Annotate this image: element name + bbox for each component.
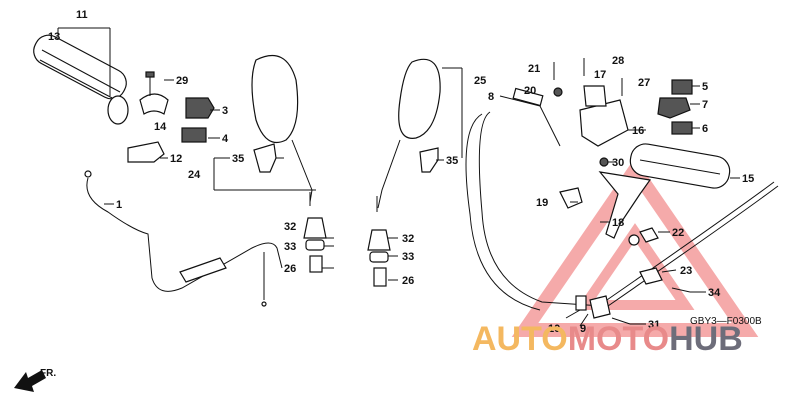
throttle-cable — [84, 170, 283, 307]
part-5 — [671, 79, 693, 95]
callout-33-left: 33 — [284, 241, 296, 253]
callout-12: 12 — [170, 153, 182, 165]
callout-3: 3 — [222, 105, 228, 117]
cable-guide-23 — [639, 267, 663, 285]
front-direction-arrow-icon — [14, 370, 46, 392]
callout-30: 30 — [612, 157, 624, 169]
cable-8 — [499, 87, 561, 147]
part-7 — [657, 97, 691, 119]
callout-35-left: 35 — [232, 153, 244, 165]
callout-29: 29 — [176, 75, 188, 87]
callout-7: 7 — [702, 99, 708, 111]
switch-3 — [185, 97, 215, 119]
switch-4 — [181, 127, 207, 143]
right-cable — [603, 181, 779, 307]
mirror-boot-right — [419, 147, 439, 173]
callout-11: 11 — [76, 9, 88, 21]
callout-20: 20 — [524, 85, 536, 97]
callout-10: 10 — [548, 323, 560, 335]
callout-22: 22 — [672, 227, 684, 239]
callout-9: 9 — [580, 323, 586, 335]
callout-35-right: 35 — [446, 155, 458, 167]
callout-31: 31 — [648, 319, 660, 331]
callout-32-right: 32 — [402, 233, 414, 245]
callout-32-left: 32 — [284, 221, 296, 233]
callout-26-right: 26 — [402, 275, 414, 287]
watermark-triangle — [511, 157, 759, 337]
callout-33-right: 33 — [402, 251, 414, 263]
switch-housing-right — [579, 85, 629, 147]
callout-4: 4 — [222, 133, 229, 145]
callout-21: 21 — [528, 63, 540, 75]
callout-25: 25 — [474, 75, 486, 87]
adaptor-stack-right — [367, 229, 391, 287]
mirror-boot-left — [253, 143, 277, 173]
clamp-9-10 — [575, 295, 611, 319]
fastener-20 — [553, 87, 563, 97]
callout-28: 28 — [612, 55, 624, 67]
callout-23: 23 — [680, 265, 692, 277]
callout-24: 24 — [188, 169, 201, 181]
callout-15: 15 — [742, 173, 754, 185]
diagram-code: GBY3—F0300B — [690, 316, 762, 327]
callout-labels: 1 3 4 5 6 7 8 9 10 11 12 13 14 15 16 17 … — [48, 9, 754, 335]
leader-lines — [104, 79, 740, 327]
callout-17: 17 — [594, 69, 606, 81]
cable-guide-22 — [639, 227, 659, 243]
left-mirror — [251, 55, 313, 206]
fastener-34 — [671, 287, 691, 293]
brake-lever — [598, 171, 652, 246]
bracket-19 — [559, 187, 583, 209]
callout-13: 13 — [48, 31, 60, 43]
fastener-30 — [599, 157, 609, 167]
callout-34: 34 — [708, 287, 721, 299]
screw-29 — [145, 71, 155, 96]
callout-26-left: 26 — [284, 263, 296, 275]
callout-18: 18 — [612, 217, 624, 229]
callout-5: 5 — [702, 81, 708, 93]
direction-label: FR. — [40, 368, 56, 379]
callout-8: 8 — [488, 91, 494, 103]
adaptor-stack-left — [303, 217, 327, 273]
fastener-31 — [611, 317, 631, 325]
callout-19: 19 — [536, 197, 548, 209]
group-bracket-24 — [213, 157, 316, 191]
callout-1: 1 — [116, 199, 122, 211]
callout-16: 16 — [632, 125, 644, 137]
watermark-logo: AUTOMOTOHUB — [472, 320, 743, 358]
throttle-housing-lower — [127, 141, 165, 163]
watermark-part1: AUTOMOTOHUB — [472, 320, 743, 358]
right-grip — [629, 143, 731, 189]
throttle-housing-upper — [139, 93, 169, 115]
handlebar — [465, 111, 603, 311]
callout-14: 14 — [154, 121, 167, 133]
callout-6: 6 — [702, 123, 708, 135]
group-bracket-25 — [442, 67, 463, 158]
right-mirror — [376, 58, 441, 212]
part-6 — [671, 121, 693, 135]
group-bracket-11 — [57, 27, 111, 96]
callout-27: 27 — [638, 77, 650, 89]
left-grip — [33, 34, 129, 125]
